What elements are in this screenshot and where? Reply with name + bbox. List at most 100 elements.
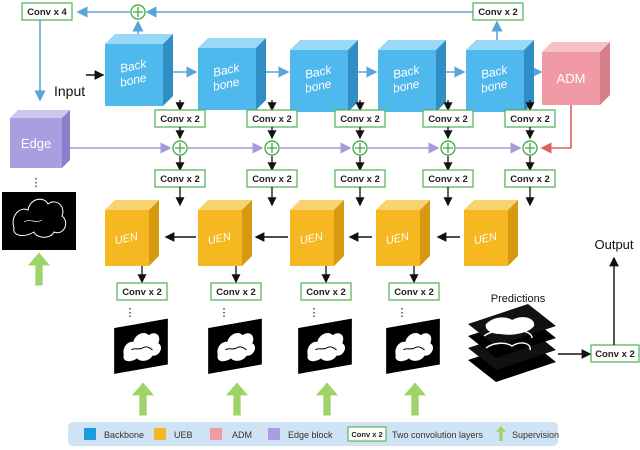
edge-label: Edge (21, 136, 51, 151)
predictions-stack (468, 304, 556, 382)
column-2: Conv x 2 Conv x 2 (246, 100, 298, 207)
edge-block: Edge (10, 110, 70, 168)
uen-block-4: UEN (376, 200, 430, 266)
backbone-block-2: Backbone (198, 38, 266, 110)
ellipsis: ⋮ (309, 307, 320, 319)
conv-box (116, 282, 168, 301)
uen-block-1: UEN (105, 200, 159, 266)
uen-block-3: UEN (290, 200, 344, 266)
svg-text:UEN: UEN (299, 231, 324, 248)
column-5: Conv x 2 Conv x 2 (504, 100, 556, 207)
backbone-block-1: Backbone (105, 34, 173, 106)
conv-box (300, 282, 352, 301)
svg-text:Conv x 2: Conv x 2 (340, 114, 380, 125)
svg-text:bone: bone (304, 76, 333, 95)
plus-circle-icon (172, 140, 188, 156)
output-branch-2: Conv x 2 ⋮ (208, 266, 262, 416)
svg-text:UEB: UEB (174, 430, 193, 440)
conv-box (388, 282, 440, 301)
prediction-map-image (114, 318, 168, 374)
svg-text:Conv x 2: Conv x 2 (252, 114, 292, 125)
backbone-block-5: Backbone (466, 40, 534, 112)
output-branch-4: Conv x 2 ⋮ (386, 266, 440, 416)
svg-text:Conv x 2: Conv x 2 (216, 287, 256, 298)
svg-text:ADM: ADM (232, 430, 252, 440)
plus-circle-icon (522, 140, 538, 156)
edge-dots: ⋮ (31, 177, 42, 189)
supervision-arrow-icon (316, 382, 338, 416)
svg-text:Conv x 2: Conv x 2 (595, 349, 635, 360)
svg-text:Supervision: Supervision (512, 430, 559, 440)
svg-text:Conv x 2: Conv x 2 (351, 430, 382, 439)
legend-ueb: UEB (154, 428, 193, 440)
svg-text:Two convolution layers: Two convolution layers (392, 430, 484, 440)
prediction-map-image (208, 318, 262, 374)
ellipsis: ⋮ (125, 307, 136, 319)
legend-background (68, 422, 558, 446)
svg-text:UEN: UEN (385, 231, 410, 248)
svg-text:Conv x 2: Conv x 2 (306, 287, 346, 298)
edge-map-image (2, 192, 76, 250)
supervision-arrow-icon (404, 382, 426, 416)
svg-text:Conv x 2: Conv x 2 (510, 114, 550, 125)
column-1: Conv x 2 Conv x 2 (154, 100, 206, 207)
svg-text:Back: Back (304, 62, 334, 81)
predictions-label: Predictions (491, 293, 546, 305)
column-3: Conv x 2 Conv x 2 (334, 100, 386, 207)
prediction-map-image (386, 318, 440, 374)
svg-text:Conv x 2: Conv x 2 (428, 174, 468, 185)
conv-box-top-right: Conv x 2 (472, 2, 524, 21)
svg-text:Conv x 2: Conv x 2 (340, 174, 380, 185)
supervision-arrow-icon (28, 252, 50, 286)
prediction-map-image (298, 318, 352, 374)
plus-circle-icon (130, 4, 146, 20)
svg-text:Conv x 2: Conv x 2 (160, 174, 200, 185)
supervision-arrow-icon (226, 382, 248, 416)
conv-box (210, 282, 262, 301)
plus-circle-icon (440, 140, 456, 156)
svg-text:Conv x 2: Conv x 2 (394, 287, 434, 298)
svg-text:Conv x 2: Conv x 2 (160, 114, 200, 125)
svg-text:Edge block: Edge block (288, 430, 333, 440)
input-label: Input (54, 83, 85, 99)
backbone-block-4: Backbone (378, 40, 446, 112)
legend-adm: ADM (210, 428, 252, 440)
svg-text:UEN: UEN (207, 231, 232, 248)
ellipsis: ⋮ (397, 307, 408, 319)
legend-edge-block: Edge block (268, 428, 333, 440)
conv-box-output: Conv x 2 (590, 344, 640, 363)
svg-text:Back: Back (392, 62, 422, 81)
backbone-block-3: Backbone (290, 40, 358, 112)
column-4: Conv x 2 Conv x 2 (422, 100, 474, 207)
svg-text:Back: Back (119, 56, 149, 75)
svg-text:Back: Back (212, 60, 242, 79)
adm-arrow (540, 105, 572, 154)
svg-text:bone: bone (212, 74, 241, 93)
ellipsis: ⋮ (219, 307, 230, 319)
supervision-arrow-icon (132, 382, 154, 416)
legend-backbone: Backbone (84, 428, 144, 440)
svg-text:Conv x 2: Conv x 2 (478, 7, 518, 18)
svg-text:Backbone: Backbone (104, 430, 144, 440)
svg-text:Conv x 2: Conv x 2 (252, 174, 292, 185)
legend-conv: Conv x 2 Two convolution layers (347, 426, 484, 442)
output-branch-1: Conv x 2 ⋮ (114, 266, 168, 416)
adm-label: ADM (557, 71, 586, 86)
legend: Backbone UEB ADM Edge block Conv x 2 Two… (68, 422, 559, 446)
svg-text:Conv x 2: Conv x 2 (122, 287, 162, 298)
plus-circle-icon (352, 140, 368, 156)
svg-text:UEN: UEN (473, 231, 498, 248)
uen-block-2: UEN (198, 200, 252, 266)
top-feedback-path (34, 6, 503, 102)
svg-text:Conv x 2: Conv x 2 (428, 114, 468, 125)
output-branch-3: Conv x 2 ⋮ (298, 266, 352, 416)
svg-text:bone: bone (119, 70, 148, 89)
output-label: Output (594, 237, 633, 252)
conv-x4-box: Conv x 4 (21, 2, 73, 21)
svg-text:Conv x 2: Conv x 2 (510, 174, 550, 185)
svg-text:bone: bone (392, 76, 421, 95)
plus-circle-icon (264, 140, 280, 156)
legend-supervision: Supervision (496, 426, 559, 441)
conv-x4-label: Conv x 4 (27, 7, 67, 18)
